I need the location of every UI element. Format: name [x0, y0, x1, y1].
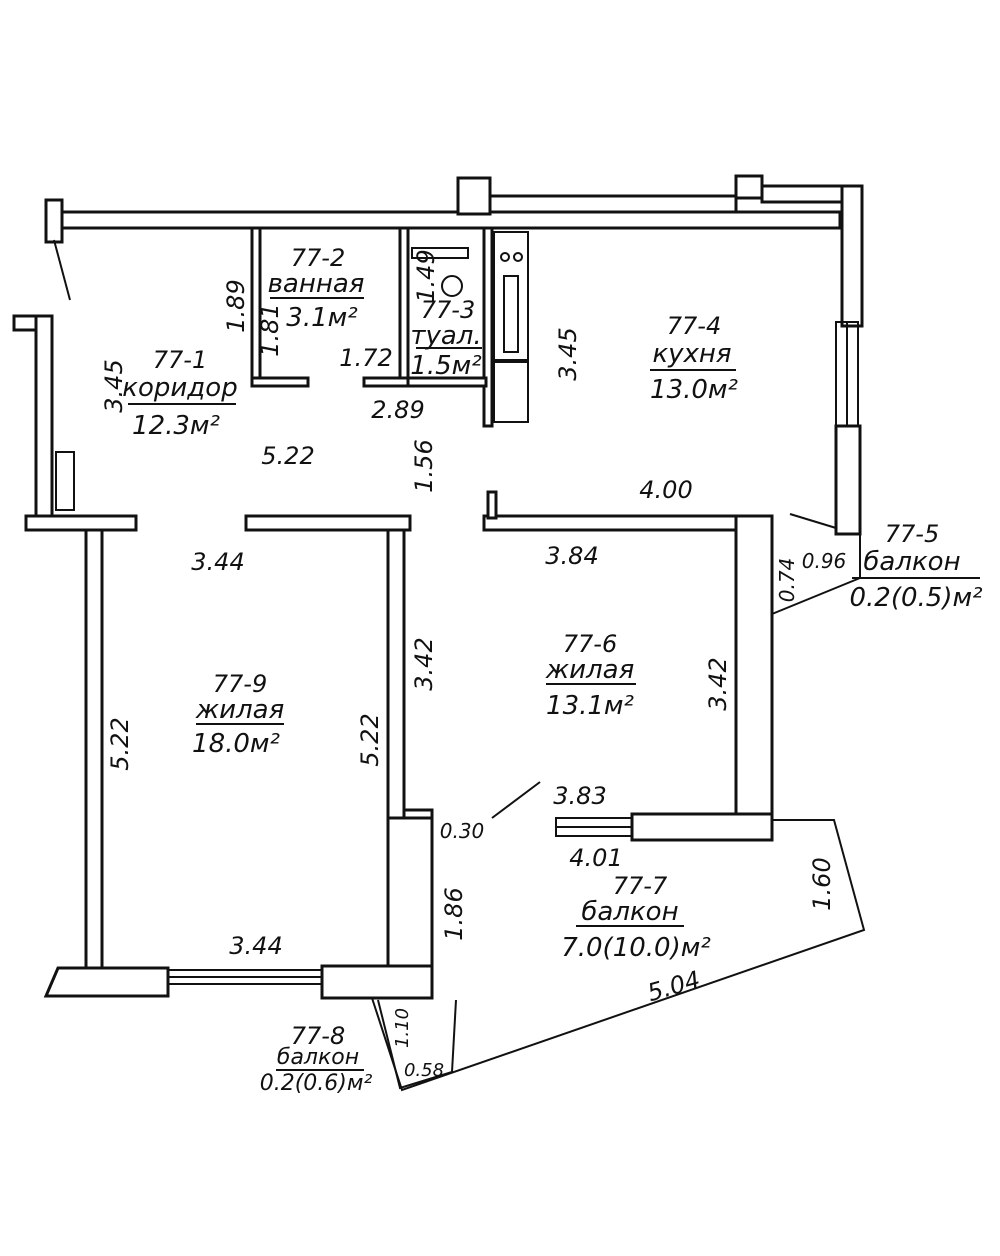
- stove: [493, 231, 529, 361]
- r6-bottom-wall: [630, 812, 774, 842]
- toilet-bottom-wall: [406, 376, 488, 388]
- room-6-id: 77-6: [563, 630, 617, 658]
- dim-b8-w: 0.58: [404, 1060, 444, 1081]
- right-wall-upper: [840, 184, 864, 328]
- bath-right-wall: [398, 226, 410, 386]
- wall-end-left: [44, 198, 64, 244]
- corr-bottom-wall-left: [24, 514, 138, 532]
- room-8-name: балкон: [277, 1045, 359, 1070]
- room-4-area: 13.0м²: [650, 375, 738, 405]
- top-wall: [56, 210, 842, 230]
- r9-left-wall: [84, 528, 104, 970]
- bath-bottom-wall-r: [362, 376, 410, 388]
- dim-r6-h-right: 3.42: [704, 657, 732, 710]
- room-5-id: 77-5: [885, 520, 939, 548]
- room-1-name: коридор: [122, 373, 237, 403]
- dim-toilet-w: 2.89: [371, 396, 424, 424]
- dim-r9-h-right: 5.22: [356, 713, 384, 766]
- dim-b7-w-top: 4.01: [569, 844, 622, 872]
- dim-r6-w-bottom: 3.83: [553, 782, 606, 810]
- room-8-id: 77-8: [291, 1022, 345, 1050]
- balcony-8-outline: [377, 999, 453, 1090]
- dim-kitchen-h: 3.45: [554, 327, 582, 380]
- right-wall-lower: [834, 424, 862, 536]
- dim-r6-w-top: 3.84: [545, 542, 598, 570]
- room-9-area: 18.0м²: [192, 729, 280, 759]
- dim-bath-w: 1.72: [339, 344, 392, 372]
- dim-r9-h-left: 5.22: [106, 717, 134, 770]
- dim-kitchen-w: 4.00: [639, 476, 692, 504]
- room-9-id: 77-9: [213, 670, 267, 698]
- kitchen-bottom-wall: [482, 514, 762, 532]
- r9-bottom-right-wall: [320, 964, 434, 1000]
- room-5-area: 0.2(0.5)м²: [849, 583, 982, 613]
- room-1-id: 77-1: [153, 346, 207, 374]
- dimensions: 3.45 1.89 1.81 1.49 3.45 1.72 2.89 5.22 …: [100, 249, 846, 1081]
- dim-r9-w-top: 3.44: [191, 548, 244, 576]
- dim-b5-h: 0.74: [775, 558, 799, 603]
- dim-b7-h-left: 1.86: [440, 887, 468, 940]
- toilet-bowl: [441, 275, 463, 297]
- room-6-name: жилая: [545, 655, 635, 685]
- r6-right-wall: [734, 514, 774, 820]
- bath-bottom-wall: [250, 376, 310, 388]
- dim-r6-h-left: 3.42: [410, 637, 438, 690]
- dim-b7-h-right: 1.60: [808, 857, 836, 910]
- shaft-top: [456, 176, 492, 216]
- room-4-name: кухня: [652, 339, 731, 369]
- room-4-id: 77-4: [667, 312, 721, 340]
- left-wall: [34, 314, 54, 518]
- room-9-name: жилая: [195, 695, 285, 725]
- room-8-area: 0.2(0.6)м²: [260, 1071, 373, 1096]
- room-3-area: 1.5м²: [410, 351, 481, 381]
- balconies: [371, 534, 866, 1092]
- dim-b8-h: 1.10: [392, 1008, 413, 1048]
- dim-hall-h: 1.56: [410, 439, 438, 492]
- dim-niche-w: 0.30: [440, 819, 485, 843]
- room-6-area: 13.1м²: [546, 691, 634, 721]
- room-1-area: 12.3м²: [132, 411, 220, 441]
- toilet-tank: [411, 247, 469, 259]
- dim-toilet-h: 1.49: [412, 249, 440, 302]
- room-7-name: балкон: [581, 897, 678, 927]
- dim-b5-w: 0.96: [802, 549, 847, 573]
- dim-corr-h: 3.45: [100, 359, 128, 412]
- toilet-right-wall: [482, 226, 494, 428]
- room-2-area: 3.1м²: [286, 303, 357, 333]
- room-3-id: 77-3: [421, 296, 475, 324]
- shaft-top-right: [734, 174, 764, 200]
- room-5-name: балкон: [863, 547, 960, 577]
- dim-corr-w: 5.22: [261, 442, 314, 470]
- room-2-id: 77-2: [291, 244, 345, 272]
- dim-bath-h-inner: 1.81: [256, 303, 284, 356]
- room-3-name: туал.: [410, 321, 481, 351]
- counter: [493, 361, 529, 423]
- dim-r9-w-bottom: 3.44: [229, 932, 282, 960]
- r9-bottom-left-wall: [43, 966, 170, 998]
- room-7-area: 7.0(10.0)м²: [561, 933, 711, 963]
- left-wall-cap: [12, 314, 38, 332]
- corr-bottom-wall-mid: [244, 514, 412, 532]
- door-stub: [486, 490, 498, 520]
- top-wall-upper: [488, 194, 738, 214]
- room-7-id: 77-7: [613, 872, 668, 900]
- walls: [12, 174, 864, 1000]
- dim-bath-h-outer: 1.89: [222, 279, 250, 332]
- door-lines: [53, 239, 837, 1073]
- entry-niche: [55, 451, 75, 511]
- dim-b7-w-bottom: 5.04: [644, 965, 703, 1007]
- room-2-name: ванная: [268, 269, 365, 299]
- room-labels: 77-1 коридор 12.3м² 77-2 ванная 3.1м² 77…: [122, 244, 982, 1096]
